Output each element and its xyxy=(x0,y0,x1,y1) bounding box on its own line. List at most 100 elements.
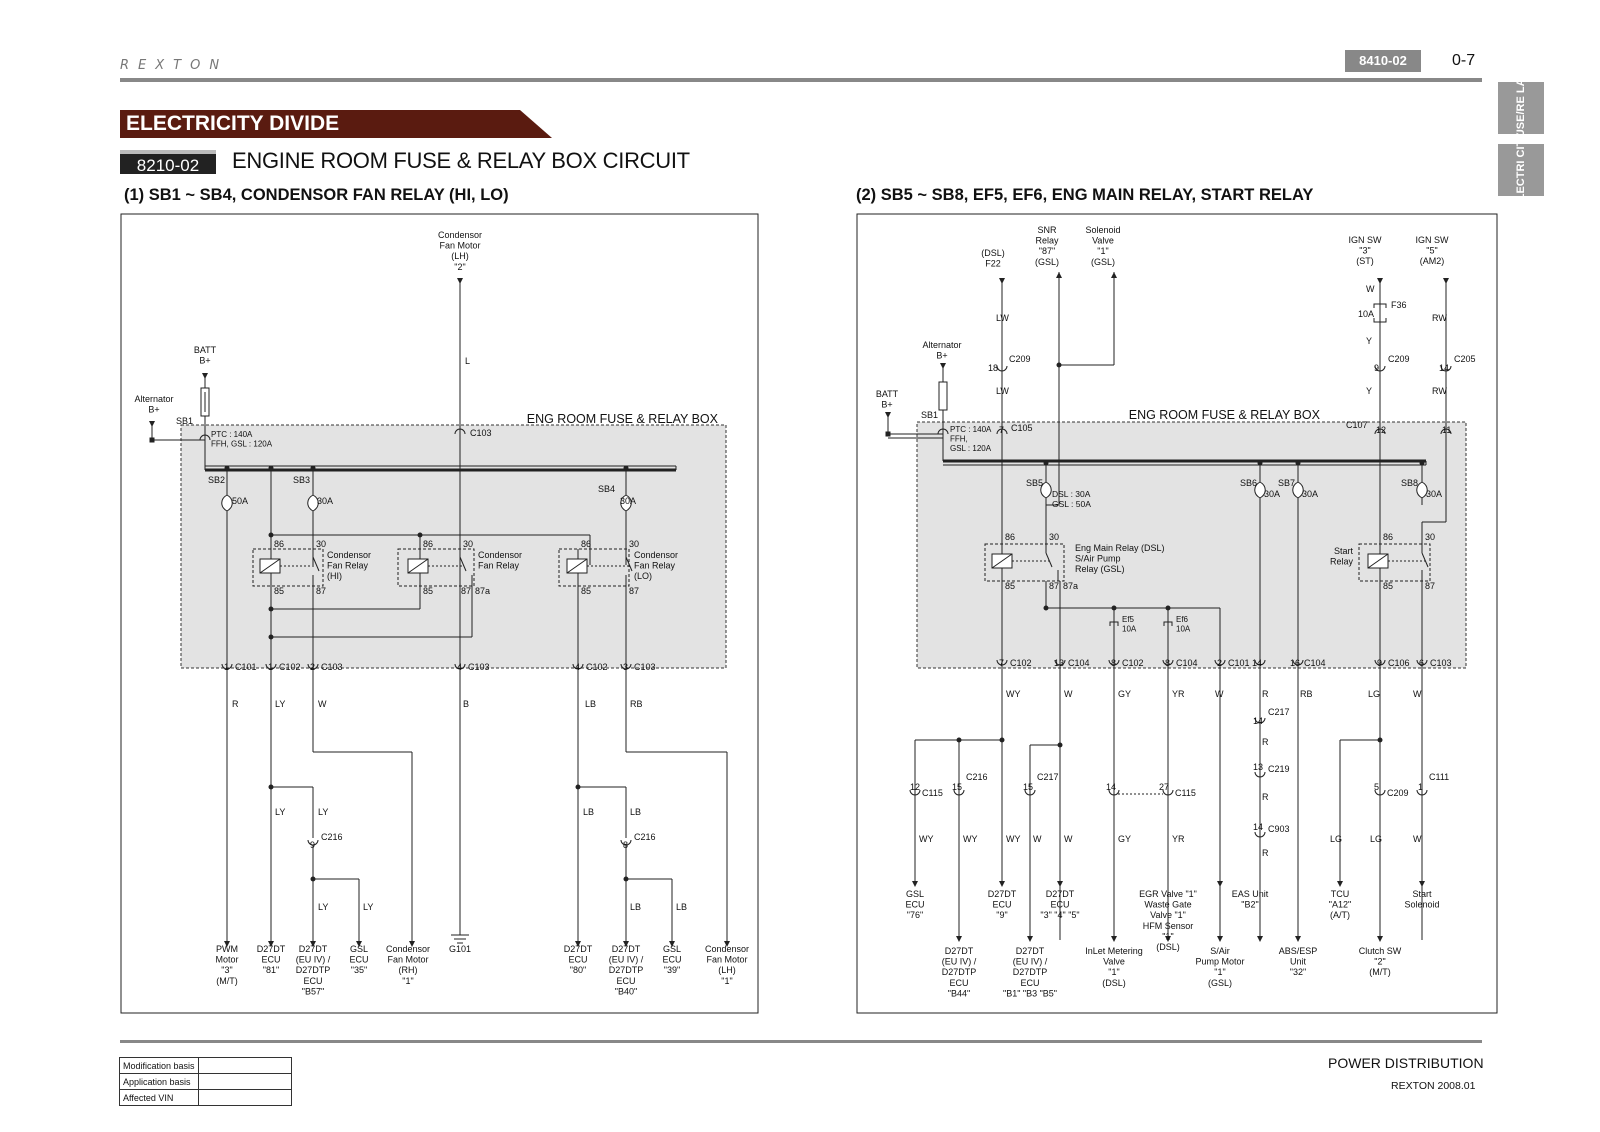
connector-label: C216 xyxy=(321,832,343,842)
section-code-badge: 8210-02 xyxy=(120,150,216,175)
pin-num: 14 xyxy=(1106,782,1116,792)
circuit-title: ENGINE ROOM FUSE & RELAY BOX CIRCUIT xyxy=(232,148,690,173)
pin-num: 8 xyxy=(623,840,628,850)
pin-num: 9 xyxy=(1377,658,1382,668)
wire-color: W xyxy=(318,699,327,709)
panel2-frame xyxy=(856,213,1498,1014)
wire-color: R xyxy=(1262,792,1269,802)
pin-label: 85 xyxy=(274,586,284,596)
footer-rule xyxy=(120,1040,1482,1043)
pin-label: 87 xyxy=(1425,581,1435,591)
pin-num: 12 xyxy=(910,782,920,792)
side-tab-electricity[interactable]: ELECTRI CITY xyxy=(1498,132,1544,208)
connector-label: C205 xyxy=(1454,354,1476,364)
pin-label: 86 xyxy=(423,539,433,549)
lbl: (DSL)F22 xyxy=(981,248,1005,269)
connector-label: C103 xyxy=(1430,658,1452,668)
connector-label: C115 xyxy=(922,788,943,798)
fuse-rating: 30A xyxy=(620,496,636,506)
connector-label: C103 xyxy=(468,662,490,672)
pin-num: 9 xyxy=(310,840,315,850)
mod-row-label: Modification basis xyxy=(119,1057,199,1074)
pin-num: 15 xyxy=(952,782,962,792)
panel2-arrows xyxy=(912,881,1425,942)
page-number: 0-7 xyxy=(1452,52,1476,69)
wire-color: LW xyxy=(996,313,1009,323)
pin-label: 86 xyxy=(274,539,284,549)
connector-label: C209 xyxy=(1009,354,1031,364)
pin-label: 30 xyxy=(629,539,639,549)
pin-label: 87 xyxy=(461,586,471,596)
pin-label: 86 xyxy=(1005,532,1015,542)
fuse-rating: 30A xyxy=(1426,489,1442,499)
brand-logo: REXTON xyxy=(120,58,229,73)
fuse-sb4 xyxy=(620,468,632,565)
pin-label: 85 xyxy=(423,586,433,596)
box-title: ENG ROOM FUSE & RELAY BOX xyxy=(527,412,719,426)
connector-label: C209 xyxy=(1388,354,1410,364)
connector-label: C106 xyxy=(1388,658,1410,668)
pin-num: 11 xyxy=(1442,425,1451,435)
connector-label: C102 xyxy=(586,662,608,672)
connector-label: C104 xyxy=(1068,658,1090,668)
wire-color: LY xyxy=(318,902,328,912)
wire-color: Y xyxy=(1366,336,1372,346)
pin-label: 30 xyxy=(316,539,326,549)
pin-num: 14 xyxy=(1253,716,1263,726)
modification-table: Modification basis Application basis Aff… xyxy=(119,1057,292,1106)
fuse-rating: 30A xyxy=(1264,489,1280,499)
side-tab-fuse-relay[interactable]: FUSE/RE LAY xyxy=(1498,72,1544,144)
footer-edition: REXTON 2008.01 xyxy=(1391,1080,1476,1092)
pin-label: 85 xyxy=(1383,581,1393,591)
section-banner xyxy=(120,110,552,138)
fuse-sb3 xyxy=(307,468,319,565)
doc-code-badge: 8410-02 xyxy=(1345,50,1421,72)
fuse-rating: 30A xyxy=(317,496,333,506)
device-label: EAS Unit"B2" xyxy=(1232,889,1269,910)
wire-color: Y xyxy=(1366,386,1372,396)
connector-label: C115 xyxy=(1175,788,1196,798)
pin-label: 85 xyxy=(581,586,591,596)
pin-label: 30 xyxy=(1049,532,1059,542)
wire-color: RB xyxy=(1300,689,1313,699)
pin-num: 9 xyxy=(1374,363,1379,373)
wire-color: GY xyxy=(1118,834,1131,844)
wire-color: GY xyxy=(1118,689,1131,699)
wire-color: LB xyxy=(676,902,687,912)
pin-num: 2 xyxy=(1217,658,1222,668)
wire-color: R xyxy=(1262,737,1269,747)
wire-color: W xyxy=(1366,284,1375,294)
wire-color: R xyxy=(1262,689,1269,699)
wire-color: LB xyxy=(583,807,594,817)
eng-main-relay xyxy=(984,543,1065,582)
fuse-label: SB1 xyxy=(176,416,193,426)
connector-label: C103 xyxy=(470,428,492,438)
pin-num: 1 xyxy=(224,662,229,672)
wire-color: LY xyxy=(275,807,285,817)
connector-label: C105 xyxy=(1011,423,1033,433)
pin-num: 27 xyxy=(1159,782,1169,792)
relay-hi xyxy=(252,548,324,587)
fuse-rating: 30A xyxy=(1302,489,1318,499)
wire-color: L xyxy=(465,356,470,366)
connector-label: C107 xyxy=(1346,420,1368,430)
box-title: ENG ROOM FUSE & RELAY BOX xyxy=(1129,408,1321,422)
